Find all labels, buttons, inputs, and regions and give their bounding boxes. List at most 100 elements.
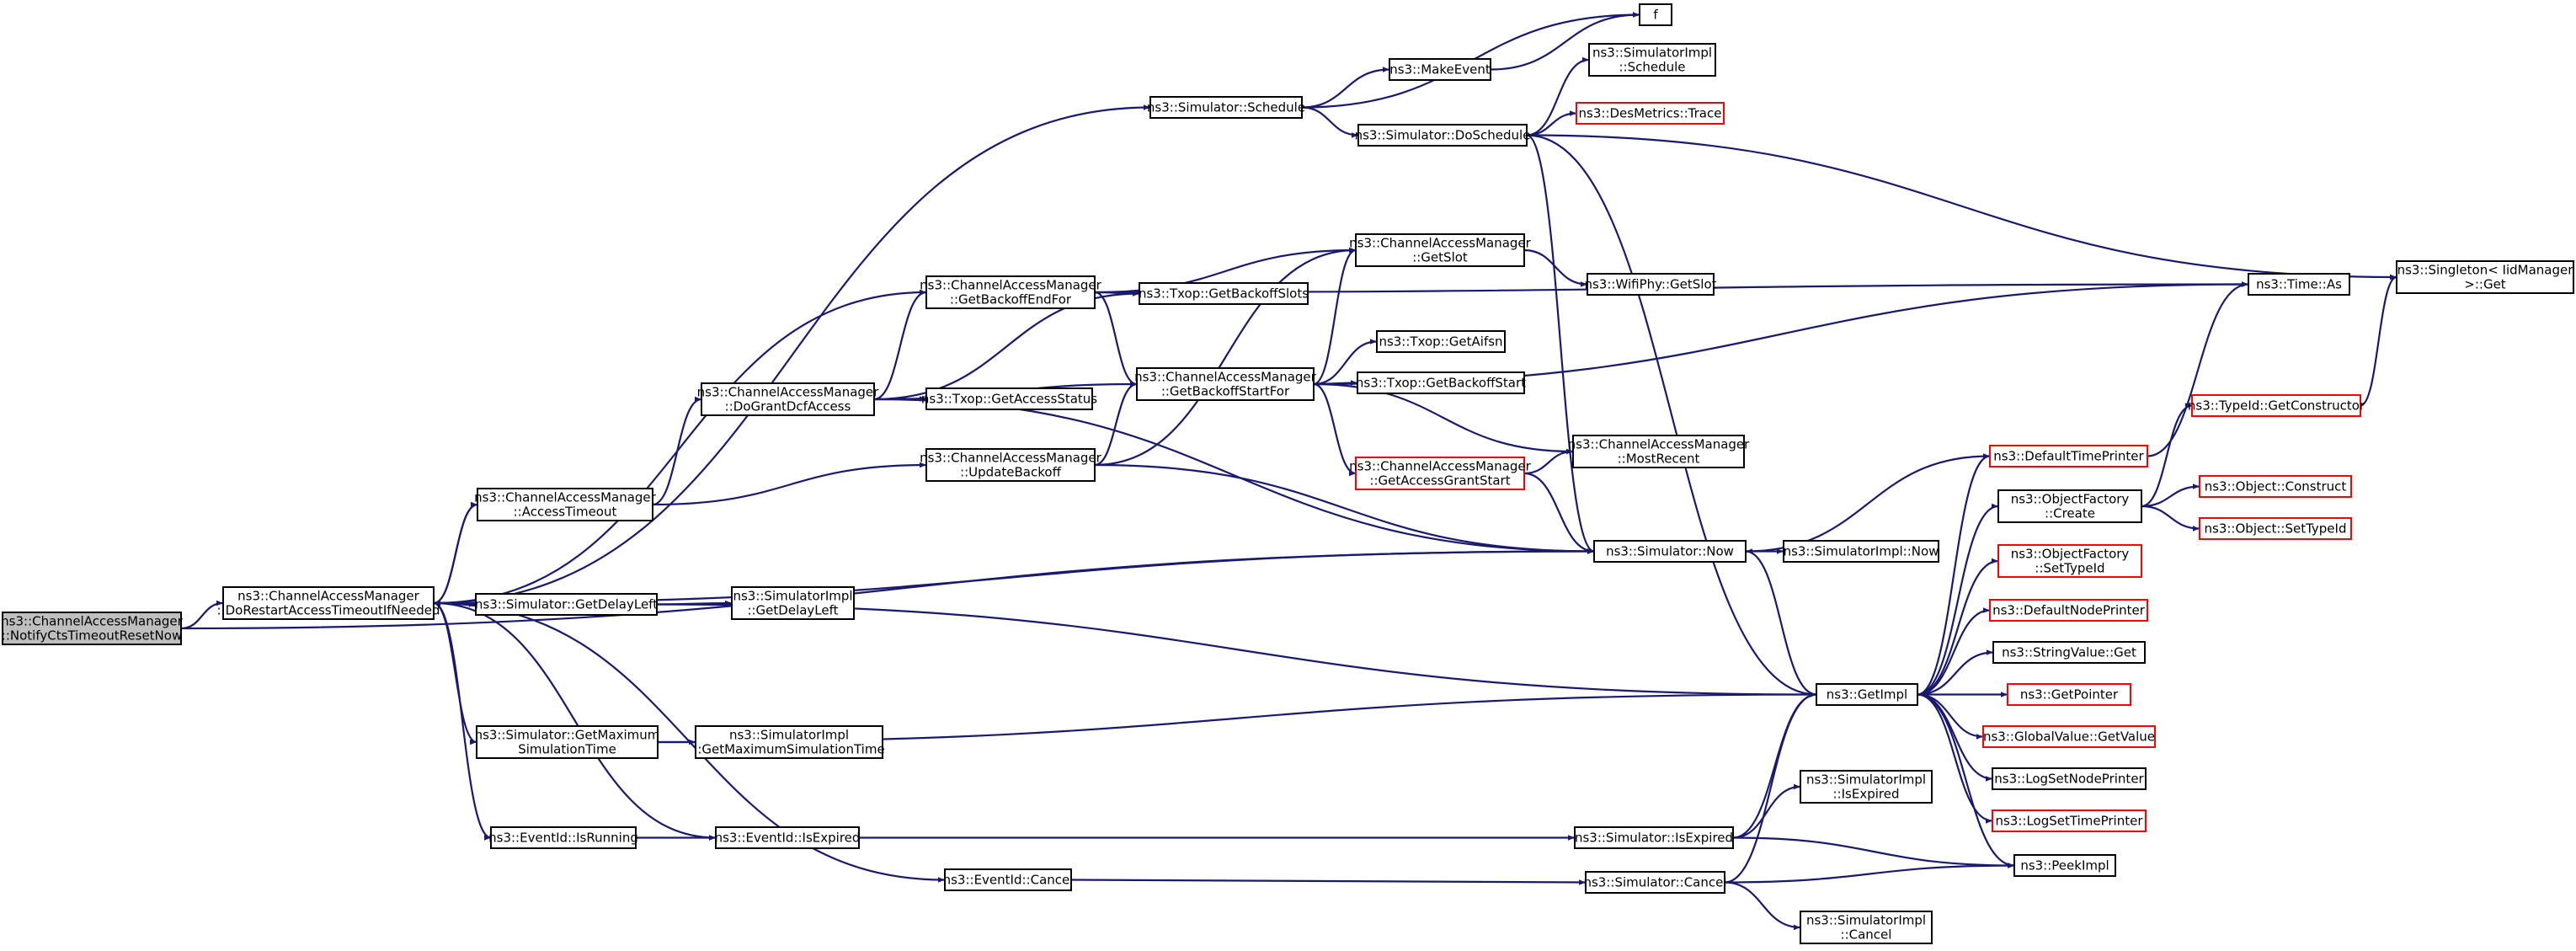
node-default_time_printer[interactable]: ns3::DefaultTimePrinter <box>1989 445 2148 467</box>
node-label-line: ns3::ChannelAccessManager <box>1134 370 1316 385</box>
node-label-line: ::DoGrantDcfAccess <box>725 399 851 414</box>
node-update_backoff[interactable]: ns3::ChannelAccessManager::UpdateBackoff <box>920 448 1102 482</box>
node-label-line: ns3::Simulator::Schedule <box>1147 100 1305 115</box>
edge-sim_schedule-to-make_event <box>1301 67 1390 109</box>
edge-sim_doschedule-to-desmetrics <box>1526 110 1577 136</box>
node-label-line: ns3::DefaultTimePrinter <box>1993 449 2144 464</box>
node-box <box>1593 540 1747 563</box>
node-most_recent[interactable]: ns3::ChannelAccessManager::MostRecent <box>1568 435 1750 468</box>
node-desmetrics[interactable]: ns3::DesMetrics::Trace <box>1576 102 1725 125</box>
node-restart[interactable]: ns3::ChannelAccessManager::DoRestartAcce… <box>216 586 440 620</box>
node-label-line: ::GetAccessGrantStart <box>1369 473 1510 489</box>
node-singleton_get[interactable]: ns3::Singleton< IidManager>::Get <box>2396 260 2574 294</box>
edge-get_impl-to-objfactory_settypeid <box>1917 558 1999 696</box>
edge-objfactory_create-to-object_construct <box>2141 484 2200 508</box>
node-box <box>2191 394 2361 417</box>
node-eventid_isrunning[interactable]: ns3::EventId::IsRunning <box>488 826 638 849</box>
node-sim_doschedule[interactable]: ns3::Simulator::DoSchedule <box>1355 124 1531 147</box>
node-box <box>1136 367 1315 401</box>
node-label-line: ns3::ChannelAccessManager <box>697 385 879 400</box>
node-box <box>222 586 435 620</box>
node-box <box>476 725 659 759</box>
node-get_slot[interactable]: ns3::ChannelAccessManager::GetSlot <box>1349 233 1532 267</box>
node-label-line: ns3::SimulatorImpl <box>733 589 852 604</box>
node-box <box>477 488 653 521</box>
node-label-line: ns3::ChannelAccessManager <box>1349 236 1531 251</box>
edge-sim_cancel-to-simimpl_cancel <box>1724 881 1801 931</box>
node-logsettimeprinter[interactable]: ns3::LogSetTimePrinter <box>1992 809 2147 832</box>
edge-sim_cancel-to-get_impl <box>1724 692 1817 884</box>
node-stringvalue_get[interactable]: ns3::StringValue::Get <box>1992 641 2146 664</box>
node-label-line: ns3::Time::As <box>2256 277 2342 292</box>
node-peek_impl[interactable]: ns3::PeekImpl <box>2013 854 2116 877</box>
node-txop_getbackoffslots[interactable]: ns3::Txop::GetBackoffSlots <box>1139 282 1309 305</box>
node-label-line: ::Schedule <box>1619 60 1685 75</box>
node-object_settypeid[interactable]: ns3::Object::SetTypeId <box>2199 517 2352 540</box>
node-wifiphy_getslot[interactable]: ns3::WifiPhy::GetSlot <box>1584 273 1717 296</box>
node-label-line: ns3::LogSetTimePrinter <box>1995 814 2143 829</box>
node-simimpl_schedule[interactable]: ns3::SimulatorImpl::Schedule <box>1588 43 1716 77</box>
node-simimpl_getmaxsimtime[interactable]: ns3::SimulatorImpl::GetMaximumSimulation… <box>693 725 885 759</box>
node-box <box>925 448 1096 482</box>
node-label-line: ns3::StringValue::Get <box>2002 645 2136 660</box>
node-label-line: ::GetBackoffEndFor <box>950 292 1072 307</box>
node-typeid_getconstructor[interactable]: ns3::TypeId::GetConstructor <box>2188 394 2365 417</box>
node-do_grant[interactable]: ns3::ChannelAccessManager::DoGrantDcfAcc… <box>697 382 879 416</box>
node-sim_cancel[interactable]: ns3::Simulator::Cancel <box>1583 871 1727 894</box>
node-label-line: ns3::Simulator::GetDelayLeft <box>475 597 658 612</box>
node-label-line: ns3::TypeId::GetConstructor <box>2188 398 2365 414</box>
node-root[interactable]: ns3::ChannelAccessManager::NotifyCtsTime… <box>1 612 184 645</box>
node-object_construct[interactable]: ns3::Object::Construct <box>2199 475 2352 498</box>
node-box <box>1376 330 1506 353</box>
node-sim_getmaxsimtime[interactable]: ns3::Simulator::GetMaximumSimulationTime <box>475 725 660 759</box>
node-box <box>1585 871 1725 894</box>
node-access_timeout[interactable]: ns3::ChannelAccessManager::AccessTimeout <box>474 488 657 521</box>
edge-sim_cancel-to-peek_impl <box>1724 863 2015 884</box>
node-box <box>2007 683 2131 706</box>
edge-do_grant-to-txop_getbackoffslots <box>873 291 1140 401</box>
edge-sim_doschedule-to-get_impl <box>1526 134 1817 697</box>
node-globalvalue_getvalue[interactable]: ns3::GlobalValue::GetValue <box>1982 725 2156 748</box>
node-simimpl_isexpired[interactable]: ns3::SimulatorImpl::IsExpired <box>1800 770 1933 804</box>
edge-default_time_printer-to-sim_now <box>1745 455 1991 554</box>
node-box <box>2248 273 2350 296</box>
node-txop_getaifsn[interactable]: ns3::Txop::GetAifsn <box>1376 330 1506 353</box>
node-label-line: ns3::PeekImpl <box>2020 858 2109 874</box>
node-sim_schedule[interactable]: ns3::Simulator::Schedule <box>1147 96 1305 119</box>
node-sim_getdelayleft[interactable]: ns3::Simulator::GetDelayLeft <box>475 593 658 616</box>
node-sim_now[interactable]: ns3::Simulator::Now <box>1593 540 1747 563</box>
node-get_backoff_start[interactable]: ns3::ChannelAccessManager::GetBackoffSta… <box>1134 367 1317 401</box>
node-box <box>715 826 860 849</box>
edge-access_timeout-to-update_backoff <box>652 462 927 506</box>
node-label-line: ns3::ChannelAccessManager <box>920 278 1101 293</box>
node-box <box>475 593 658 616</box>
node-eventid_isexpired[interactable]: ns3::EventId::IsExpired <box>715 826 861 849</box>
node-simimpl_now[interactable]: ns3::SimulatorImpl::Now <box>1783 540 1939 563</box>
edge-update_backoff-to-get_backoff_start <box>1094 381 1138 467</box>
node-logsetnodeprinter[interactable]: ns3::LogSetNodePrinter <box>1992 767 2147 790</box>
node-txop_getbackoffstart[interactable]: ns3::Txop::GetBackoffStart <box>1356 371 1526 394</box>
node-simimpl_cancel[interactable]: ns3::SimulatorImpl::Cancel <box>1800 911 1933 944</box>
node-eventid_cancel[interactable]: ns3::EventId::Cancel <box>943 868 1074 891</box>
node-default_node_printer[interactable]: ns3::DefaultNodePrinter <box>1989 599 2148 622</box>
node-objfactory_settypeid[interactable]: ns3::ObjectFactory::SetTypeId <box>1997 544 2142 578</box>
node-label-line: >::Get <box>2464 277 2506 292</box>
edge-restart-to-eventid_isrunning <box>433 601 492 841</box>
node-label-line: ns3::GlobalValue::GetValue <box>1983 729 2155 745</box>
node-get_impl[interactable]: ns3::GetImpl <box>1816 683 1918 706</box>
node-txop_getaccessstatus[interactable]: ns3::Txop::GetAccessStatus <box>921 387 1097 410</box>
node-get_backoff_end[interactable]: ns3::ChannelAccessManager::GetBackoffEnd… <box>920 275 1102 309</box>
node-get_access_grant[interactable]: ns3::ChannelAccessManager::GetAccessGran… <box>1349 457 1532 490</box>
node-make_event[interactable]: ns3::MakeEvent <box>1389 58 1491 81</box>
node-time_as[interactable]: ns3::Time::As <box>2248 273 2350 296</box>
node-box <box>731 586 855 620</box>
edge-access_timeout-to-restart <box>433 503 478 606</box>
edge-typeid_getconstructor-to-singleton_get <box>2360 274 2397 407</box>
node-label-line: ns3::EventId::IsRunning <box>488 831 638 846</box>
node-f[interactable]: f <box>1639 3 1672 26</box>
node-objfactory_create[interactable]: ns3::ObjectFactory::Create <box>1997 489 2142 523</box>
node-sim_isexpired[interactable]: ns3::Simulator::IsExpired <box>1574 826 1734 849</box>
node-simimpl_getdelayleft[interactable]: ns3::SimulatorImpl::GetDelayLeft <box>731 586 855 620</box>
node-get_pointer[interactable]: ns3::GetPointer <box>2007 683 2131 706</box>
node-label-line: ns3::GetImpl <box>1827 687 1907 703</box>
